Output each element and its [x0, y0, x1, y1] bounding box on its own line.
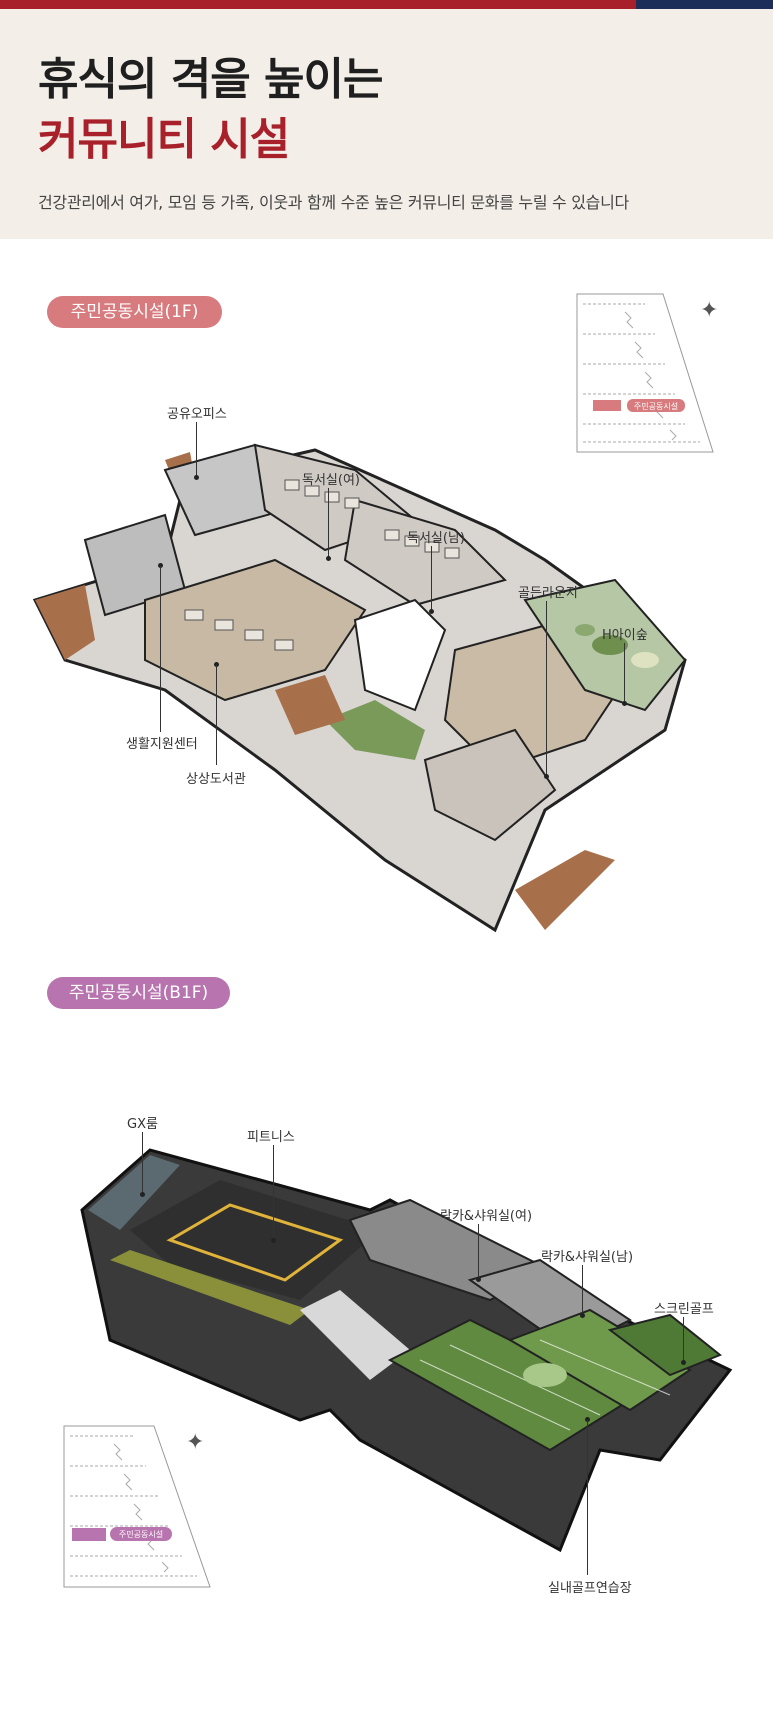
label-locker-men: 락카&샤워실(남): [541, 1250, 634, 1265]
hero-section: 휴식의 격을 높이는 커뮤니티 시설 건강관리에서 여가, 모임 등 가족, 이…: [0, 9, 773, 239]
leader-golden-lounge: [546, 601, 547, 776]
top-accent-navy: [636, 0, 773, 9]
keymap-1f-badge: 주민공동시설: [634, 401, 678, 411]
leader-locker-women: [478, 1224, 479, 1279]
floor-plan-b1f-illustration: [80, 1148, 733, 1553]
label-h-forest: H아이숲: [602, 628, 648, 643]
leader-screen-golf: [683, 1317, 684, 1362]
page-title-line2: 커뮤니티 시설: [38, 114, 290, 165]
leader-locker-men: [582, 1265, 583, 1315]
north-compass-icon: ✦: [186, 1430, 205, 1455]
floor-1f-badge: 주민공동시설(1F): [47, 296, 222, 328]
marker-shared-office: [194, 475, 199, 480]
leader-life-support: [160, 566, 161, 732]
north-compass-icon: ✦: [700, 298, 719, 323]
marker-locker-men: [580, 1313, 585, 1318]
marker-reading-men: [429, 609, 434, 614]
marker-screen-golf: [681, 1360, 686, 1365]
marker-h-forest: [622, 701, 627, 706]
marker-library: [214, 662, 219, 667]
keymap-b1f-badge: 주민공동시설: [119, 1529, 163, 1539]
leader-h-forest: [624, 643, 625, 703]
leader-indoor-golf: [587, 1420, 588, 1575]
label-golden-lounge: 골든라운지: [518, 586, 578, 601]
label-screen-golf: 스크린골프: [654, 1302, 714, 1317]
label-fitness: 피트니스: [247, 1130, 295, 1145]
leader-library: [216, 665, 217, 765]
leader-reading-women: [328, 488, 329, 558]
label-reading-men: 독서실(남): [407, 531, 465, 546]
marker-indoor-golf: [585, 1417, 590, 1422]
marker-golden-lounge: [544, 774, 549, 779]
label-shared-office: 공유오피스: [167, 407, 227, 422]
leader-reading-men: [431, 546, 432, 611]
page-title-line1: 휴식의 격을 높이는: [38, 54, 383, 105]
label-gx-room: GX룸: [127, 1117, 158, 1132]
marker-life-support: [158, 563, 163, 568]
label-reading-women: 독서실(여): [302, 473, 360, 488]
top-accent-red: [0, 0, 636, 9]
leader-fitness: [273, 1145, 274, 1240]
marker-locker-women: [476, 1277, 481, 1282]
page-subtitle: 건강관리에서 여가, 모임 등 가족, 이웃과 함께 수준 높은 커뮤니티 문화…: [38, 193, 629, 212]
label-locker-women: 락카&샤워실(여): [440, 1209, 533, 1224]
marker-reading-women: [326, 556, 331, 561]
marker-fitness: [271, 1238, 276, 1243]
label-indoor-golf: 실내골프연습장: [548, 1581, 632, 1596]
marker-gx-room: [140, 1192, 145, 1197]
leader-shared-office: [196, 422, 197, 477]
leader-gx-room: [142, 1132, 143, 1194]
label-library: 상상도서관: [186, 772, 246, 787]
floor-b1f-badge: 주민공동시설(B1F): [47, 977, 230, 1009]
floor-plan-1f-illustration: [32, 443, 687, 933]
site-keymap-b1f: 주민공동시설: [63, 1425, 211, 1588]
site-keymap-1f: 주민공동시설: [576, 293, 714, 453]
top-accent-bar: [0, 0, 773, 9]
label-life-support: 생활지원센터: [126, 737, 198, 752]
